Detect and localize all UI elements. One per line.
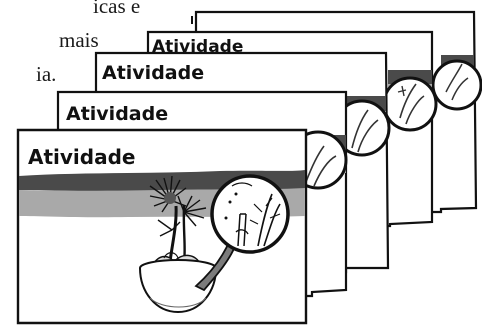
activity-card-1: Atividade [18,130,306,323]
magnifier-circle-icon [384,78,436,130]
card-1-title: Atividade [28,145,135,169]
magnifier-circle-icon [433,61,481,109]
magnifier-circle-icon [212,176,288,252]
card-2-title: Atividade [66,103,168,125]
card-3-title: Atividade [102,62,204,84]
